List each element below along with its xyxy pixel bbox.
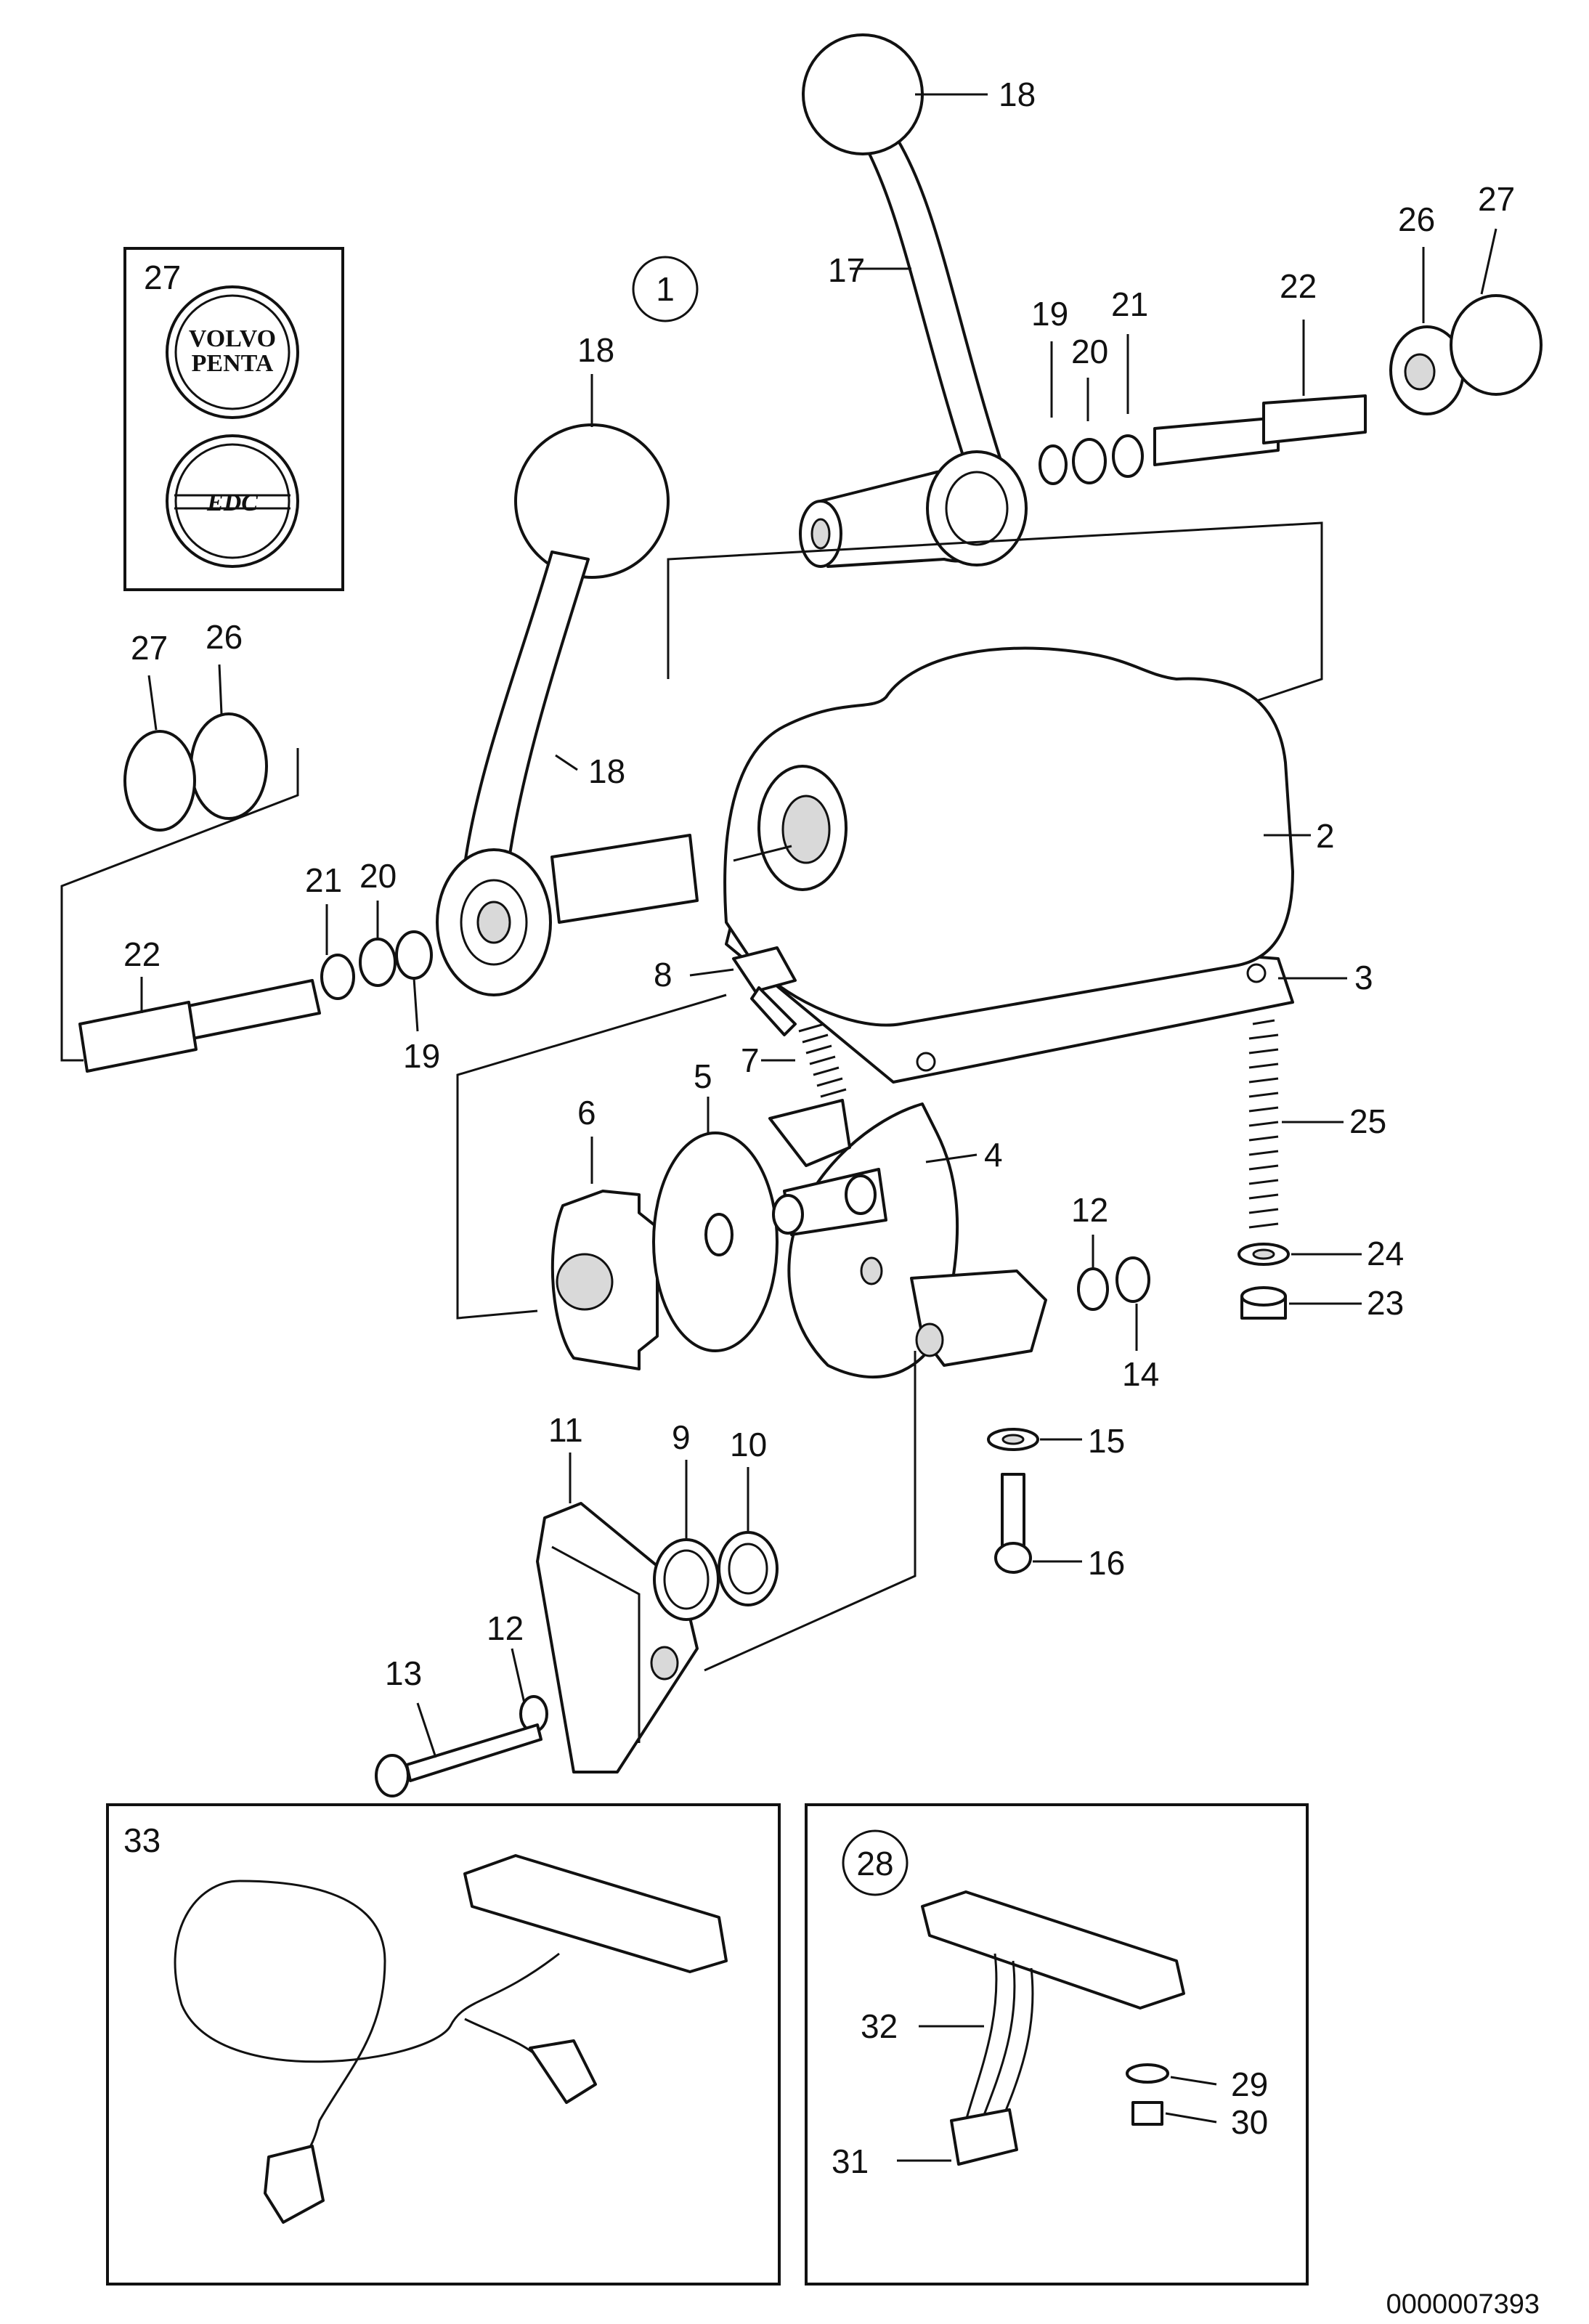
callout-19-left: 19 [403, 1037, 440, 1075]
callout-11: 11 [548, 1411, 583, 1449]
top-lever-assembly [799, 33, 1543, 568]
callout-33: 33 [123, 1821, 160, 1859]
callout-12-right: 12 [1071, 1191, 1108, 1229]
callout-6: 6 [577, 1094, 596, 1131]
callout-5: 5 [694, 1057, 712, 1095]
callout-28: 28 [856, 1845, 893, 1882]
callout-22-top: 22 [1280, 267, 1317, 305]
callout-27-top: 27 [1478, 180, 1515, 218]
callout-31: 31 [832, 2142, 869, 2180]
svg-text:1: 1 [656, 270, 675, 308]
callout-29: 29 [1231, 2065, 1268, 2103]
volvo-penta-logo: VOLVO PENTA [166, 285, 299, 419]
callout-20-left: 20 [359, 857, 397, 895]
svg-text:VOLVO: VOLVO [189, 325, 276, 352]
callout-9: 9 [672, 1418, 691, 1456]
seal-rings [653, 1531, 779, 1621]
callout-21-top: 21 [1111, 285, 1148, 323]
callout-4: 4 [984, 1136, 1003, 1174]
callout-21-left: 21 [305, 861, 342, 899]
callout-16: 16 [1088, 1544, 1125, 1582]
callout-27-inset: 27 [144, 259, 181, 296]
callout-27-left: 27 [131, 629, 168, 667]
callout-7: 7 [741, 1041, 760, 1079]
callout-30: 30 [1231, 2103, 1268, 2141]
callout-18-left-arm: 18 [588, 752, 625, 790]
inset-logo-box: 27 VOLVO PENTA EDC [123, 247, 344, 591]
callout-19-top: 19 [1031, 295, 1068, 333]
callout-17: 17 [828, 251, 865, 289]
svg-text:PENTA: PENTA [192, 350, 274, 377]
inset-28-box: 28 [805, 1803, 1309, 2286]
inset-33-box: 33 [106, 1803, 781, 2286]
callout-18-left-knob: 18 [577, 331, 614, 369]
callout-22-left: 22 [123, 935, 160, 973]
svg-text:EDC: EDC [206, 489, 258, 516]
callout-32: 32 [861, 2007, 898, 2045]
callout-26-left: 26 [206, 618, 243, 656]
callout-18-top: 18 [999, 76, 1036, 113]
edc-logo: EDC [166, 434, 299, 568]
housing-cover [723, 646, 1294, 1084]
drawing-number: 0000007393 [1386, 2289, 1540, 2320]
callout-14: 14 [1122, 1355, 1159, 1393]
callout-2: 2 [1316, 817, 1335, 855]
callout-3: 3 [1354, 959, 1373, 996]
callout-10: 10 [730, 1426, 767, 1463]
callout-20-top: 20 [1071, 333, 1108, 370]
callout-25: 25 [1349, 1102, 1386, 1140]
callout-8: 8 [654, 956, 672, 994]
callout-1-circle: 1 [632, 256, 699, 322]
sensor-screw [375, 1695, 548, 1797]
callout-15: 15 [1088, 1422, 1125, 1460]
callout-12-lower: 12 [487, 1609, 524, 1647]
left-lever-assembly [78, 423, 699, 1073]
callout-26-top: 26 [1398, 200, 1435, 238]
callout-13: 13 [385, 1654, 422, 1692]
callout-23: 23 [1367, 1284, 1404, 1322]
spring-and-nut [1238, 1019, 1290, 1320]
bracket-plate [768, 1099, 1047, 1379]
screw-and-washer [987, 1428, 1039, 1574]
friction-disc [652, 1131, 779, 1352]
callout-24: 24 [1367, 1235, 1404, 1272]
washer-nut-right [1077, 1256, 1150, 1311]
detent-pin-and-spring [732, 946, 847, 1098]
gear-plate [550, 1190, 659, 1370]
